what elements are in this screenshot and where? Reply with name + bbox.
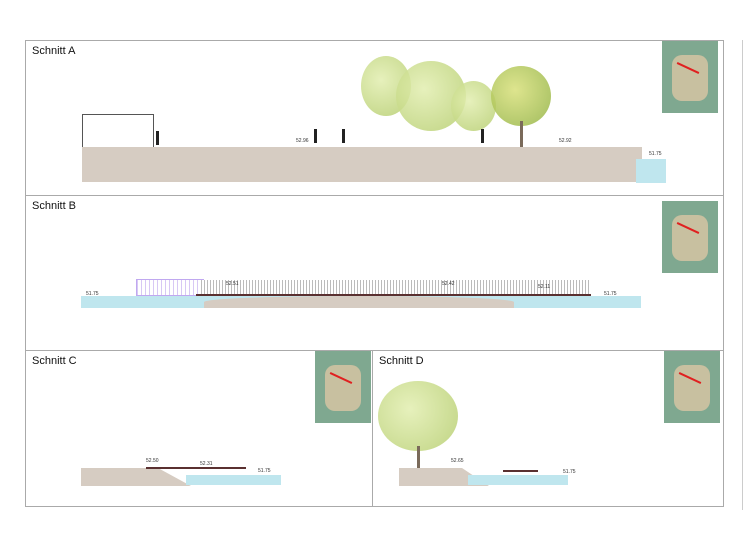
level-label: 51.75 — [563, 469, 576, 475]
section-c-title: Schnitt C — [32, 355, 77, 367]
water — [468, 475, 568, 485]
tree — [491, 66, 551, 126]
tree-trunk — [520, 121, 523, 147]
section-b-title: Schnitt B — [32, 200, 77, 212]
key-plan-map — [662, 201, 718, 273]
ground-mound — [204, 296, 514, 308]
level-label: 52.50 — [146, 458, 159, 464]
section-d-panel: Schnitt D 52.65 51.75 — [372, 350, 724, 507]
ground — [399, 468, 489, 486]
person-figure — [342, 129, 345, 143]
key-plan-map — [662, 41, 718, 113]
level-label: 52.11 — [538, 284, 551, 290]
level-label: 52.51 — [226, 281, 239, 287]
deck — [503, 470, 538, 472]
pergola — [136, 279, 204, 296]
section-a-panel: Schnitt A 52.96 52.92 51.75 — [25, 40, 724, 197]
level-label: 52.31 — [200, 461, 213, 467]
level-label: 51.75 — [86, 291, 99, 297]
bridge-deck — [196, 294, 591, 296]
section-b-panel: Schnitt B 51.75 52.51 52.42 52.11 51.75 — [25, 195, 724, 352]
section-line-marker — [329, 372, 353, 384]
level-label: 52.65 — [451, 458, 464, 464]
section-line-marker — [676, 62, 700, 74]
tree-trunk — [417, 446, 420, 468]
building — [82, 114, 154, 149]
ground — [81, 468, 191, 486]
level-label: 51.75 — [604, 291, 617, 297]
water — [186, 475, 281, 485]
level-label: 52.42 — [442, 281, 455, 287]
section-a-title: Schnitt A — [32, 45, 76, 57]
level-label: 51.75 — [649, 151, 662, 157]
water — [636, 159, 666, 183]
level-label: 51.75 — [258, 468, 271, 474]
section-line-marker — [676, 222, 700, 234]
person-figure — [156, 131, 159, 145]
person-figure — [481, 129, 484, 143]
key-plan-map — [315, 351, 371, 423]
level-label: 52.96 — [296, 138, 309, 144]
ground — [82, 147, 642, 182]
section-d-title: Schnitt D — [379, 355, 424, 367]
deck — [146, 467, 246, 469]
section-c-panel: Schnitt C 52.50 52.31 51.75 — [25, 350, 374, 507]
key-plan-map — [664, 351, 720, 423]
page-edge-line — [742, 40, 743, 510]
level-label: 52.92 — [559, 138, 572, 144]
tree — [378, 381, 458, 451]
section-line-marker — [678, 372, 702, 384]
tree — [451, 81, 496, 131]
railing — [201, 280, 591, 294]
person-figure — [314, 129, 317, 143]
